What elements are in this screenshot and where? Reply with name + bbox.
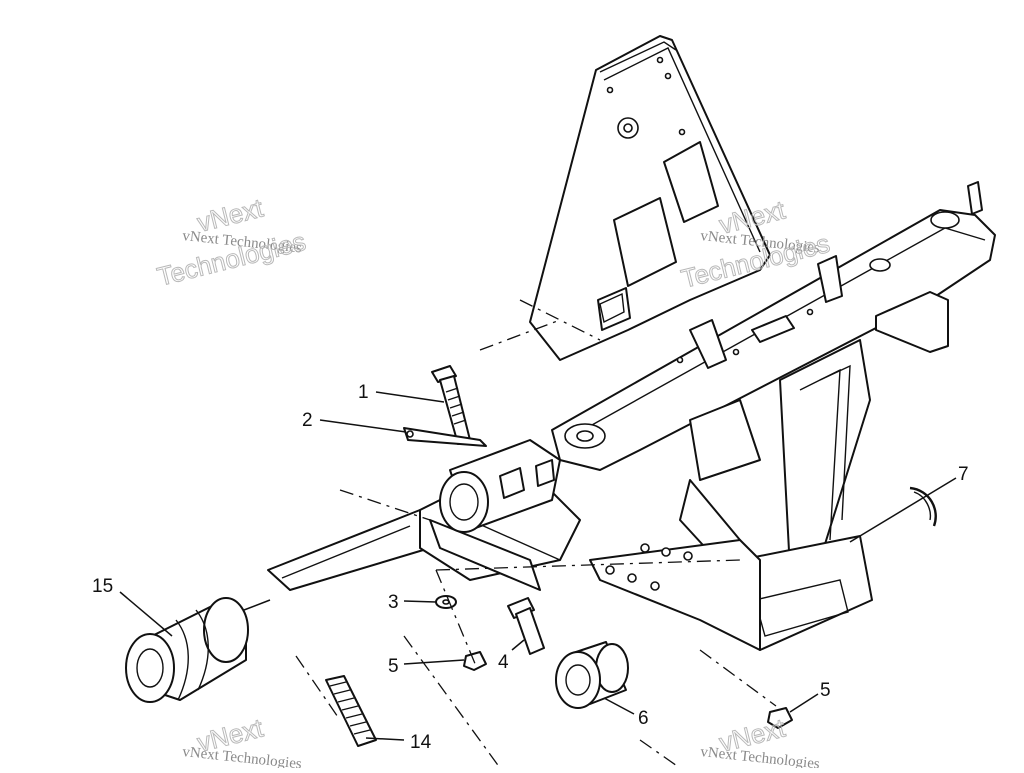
item-6-roller — [555, 641, 629, 709]
leader-lines — [119, 391, 957, 741]
callout-3: 3 — [388, 592, 399, 613]
callout-7: 7 — [958, 464, 969, 485]
item-7-snap-ring — [909, 486, 937, 527]
item-4-bolt — [507, 597, 545, 655]
frame-lower-structure — [589, 339, 873, 651]
item-5-nut-left — [463, 651, 487, 671]
watermark-lower-left: vNext vNext Technologies — [182, 712, 303, 773]
callout-5-left: 5 — [388, 656, 399, 677]
callout-15: 15 — [92, 576, 113, 597]
item-1-bolt — [431, 365, 471, 445]
callout-2: 2 — [302, 410, 313, 431]
callouts: 1 2 3 4 5 5 6 7 14 15 — [92, 382, 969, 753]
callout-1: 1 — [358, 382, 369, 403]
item-3-washer — [435, 595, 457, 609]
callout-14: 14 — [410, 732, 432, 753]
item-2-clip — [403, 427, 487, 447]
assembly-lines — [295, 299, 777, 769]
frame-back-plate — [529, 35, 771, 361]
frame-top-rail — [551, 181, 996, 471]
callout-5-right: 5 — [820, 680, 831, 701]
item-14-chain — [325, 675, 377, 747]
watermark-upper-left: vNext vNext Technologies Technologies — [154, 192, 310, 292]
item-5-nut-right — [767, 707, 793, 729]
callout-6: 6 — [638, 708, 649, 729]
item-15-bushing — [125, 597, 249, 703]
pivot-clamp — [439, 439, 561, 533]
callout-4: 4 — [498, 652, 509, 673]
watermark-lower-right: vNext vNext Technologies — [700, 712, 821, 773]
